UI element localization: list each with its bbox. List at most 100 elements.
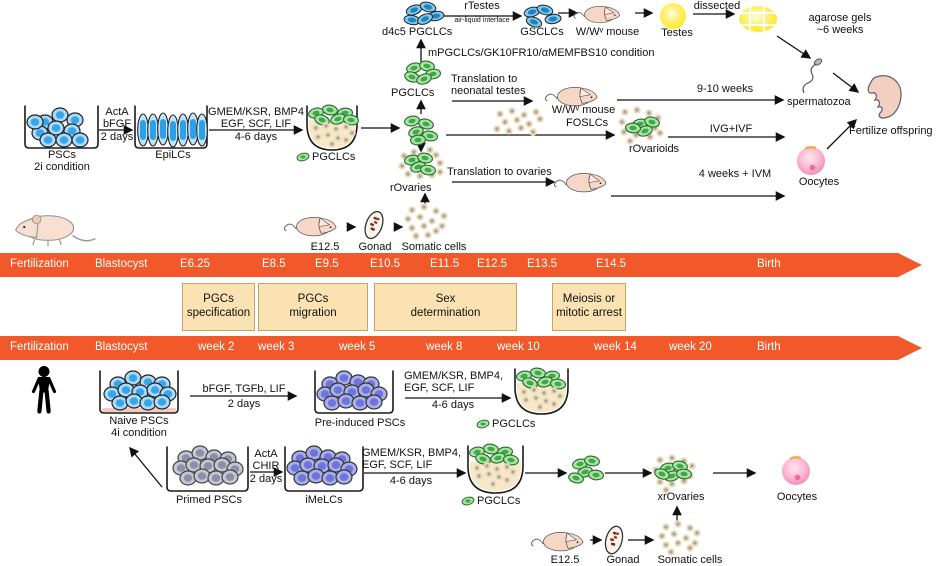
label-e125-mid: E12.5 <box>310 241 340 253</box>
label-acta-bfgf: ActA bFGF <box>102 106 132 131</box>
label-somatic-mid: Somatic cells <box>401 241 467 253</box>
testes-icon <box>660 3 686 29</box>
tick-h-week10: week 10 <box>497 341 540 353</box>
human-icon <box>34 367 55 412</box>
label-preinduced-pscs: Pre-induced PSCs <box>314 417 406 429</box>
phase-sex-determination: Sex determination <box>374 283 517 331</box>
gonad-icon-mid <box>361 208 387 242</box>
dish-preinduced <box>314 370 394 414</box>
label-gonad-bottom: Gonad <box>606 554 640 566</box>
tick-h-birth: Birth <box>757 341 781 353</box>
label-gonad-mid: Gonad <box>358 241 392 253</box>
pgclc-cluster-human <box>566 454 605 486</box>
somatic-cells-mouse <box>404 203 448 240</box>
label-translation-ovaries: Translation to ovaries <box>447 166 552 178</box>
label-somatic-bottom: Somatic cells <box>657 554 723 566</box>
label-primed-pscs: Primed PSCs <box>175 494 243 506</box>
label-rovarioids: rOvarioids <box>628 143 680 155</box>
pgclc-cell-icon <box>296 152 310 162</box>
label-testes: Testes <box>661 27 693 39</box>
label-xrovaries: xrOvaries <box>657 491 705 503</box>
label-oocytes-mouse: Oocytes <box>798 176 840 188</box>
label-epilcs: EpiLCs <box>155 149 191 161</box>
epilc-cells <box>137 112 208 148</box>
rovaries-cells <box>398 146 444 180</box>
tick-h-week14: week 14 <box>594 341 637 353</box>
tick-h-fertilization: Fertilization <box>10 341 69 353</box>
tick-m-e95: E9.5 <box>315 258 339 270</box>
label-4-weeks-ivm: 4 weeks + IVM <box>698 168 772 180</box>
tick-h-week5: week 5 <box>339 341 376 353</box>
label-fertilize-offspring: Fertilize offspring <box>849 125 933 137</box>
label-gmem-mouse: GMEM/KSR, BMP4 EGF, SCF, LIF <box>208 106 304 131</box>
tick-m-e125: E12.5 <box>477 258 508 270</box>
xrovaries-cells <box>652 454 696 494</box>
timeline-mouse-bar <box>0 253 922 277</box>
tick-m-e105: E10.5 <box>370 258 401 270</box>
label-e125-bottom: E12.5 <box>550 554 580 566</box>
label-acta-chir-days: 2 days <box>249 473 283 485</box>
label-imelcs: iMeLCs <box>305 494 343 506</box>
label-bfgf-days: 2 days <box>227 398 261 410</box>
label-naive-pscs: Naive PSCs 4i condition <box>109 415 169 440</box>
oocyte-icon-mouse <box>795 145 827 177</box>
tick-m-birth: Birth <box>757 258 781 270</box>
label-foslcs: FOSLCs <box>566 117 609 129</box>
primed-psc-cells <box>172 445 244 486</box>
label-pgclcs-human-2: PGCLCs <box>461 495 520 507</box>
somatic-cells-human <box>658 520 701 556</box>
tick-m-e115: E11.5 <box>430 258 460 270</box>
label-agarose-gels: agarose gels ~6 weeks <box>808 12 872 37</box>
gonad-icon-bottom <box>601 523 627 557</box>
e125-mouse-icon-bottom <box>530 531 584 552</box>
label-gmem-human-2: GMEM/KSR, BMP4, EGF, SCF, LIF <box>362 447 462 472</box>
tick-m-e145: E14.5 <box>596 258 627 270</box>
dish-imelcs <box>284 446 364 492</box>
label-9-10-weeks: 9-10 weeks <box>696 83 754 95</box>
phase-pgcs-specification: PGCs specification <box>182 283 255 331</box>
label-spermatozoa: spermatozoa <box>787 96 851 108</box>
oocyte-icon-human <box>780 455 812 487</box>
label-oocytes-human: Oocytes <box>776 491 818 503</box>
label-pgclcs-mid: PGCLCs <box>391 87 435 99</box>
label-acta-days: 2 days <box>100 131 134 143</box>
dish-naive-pscs <box>99 370 179 414</box>
label-air-liquid: air-liquid interface <box>454 17 510 24</box>
label-dissected: dissected <box>693 0 741 12</box>
tick-m-e135: E13.5 <box>527 258 558 270</box>
preinduced-psc-cells <box>316 370 388 411</box>
label-gmem-days-human-1: 4-6 days <box>431 399 475 411</box>
dish-pscs <box>24 105 99 149</box>
label-gsclcs: GSCLCs <box>520 26 564 38</box>
label-gmem-human-1: GMEM/KSR, BMP4, EGF, SCF, LIF <box>404 370 504 395</box>
flow-arrows <box>99 8 860 545</box>
rat-icon <box>14 214 97 247</box>
tick-m-blastocyst: Blastocyst <box>95 258 148 270</box>
label-wwv-mouse-1: W/Wᵛ mouse <box>575 26 640 38</box>
dish-epilcs <box>134 105 208 149</box>
tick-m-fertilization: Fertilization <box>10 258 69 270</box>
dish-pgclcs-human-1 <box>514 368 569 415</box>
tick-h-week8: week 8 <box>426 341 463 353</box>
label-translation-neonatal-testes: Translation to neonatal testes <box>451 73 526 98</box>
label-acta-chir: ActA CHIR <box>252 448 280 473</box>
embryo-icon <box>867 75 902 119</box>
label-rtestes: rTestes <box>464 0 500 12</box>
timeline-mouse: Fertilization Blastocyst E6.25 E8.5 E9.5… <box>0 253 922 277</box>
pgclc-cluster-mid <box>402 59 442 87</box>
tick-m-e85: E8.5 <box>262 258 286 270</box>
dish-pgclcs-human-2 <box>467 445 524 494</box>
e125-mouse-icon-mid <box>283 216 337 237</box>
tick-h-week3: week 3 <box>258 341 295 353</box>
label-pgclcs-human-1: PGCLCs <box>476 418 535 430</box>
psc-cells <box>26 107 89 148</box>
label-pgclcs-dish-mouse: PGCLCs <box>296 151 355 163</box>
label-wwv-mouse-2: W/Wᵛ mouse <box>551 104 616 116</box>
tick-m-e625: E6.25 <box>180 258 211 270</box>
imelc-cells <box>286 445 358 486</box>
timeline-human-bar <box>0 336 922 360</box>
sperm-icon <box>802 56 824 94</box>
dish-pgclcs-mouse <box>306 105 358 151</box>
